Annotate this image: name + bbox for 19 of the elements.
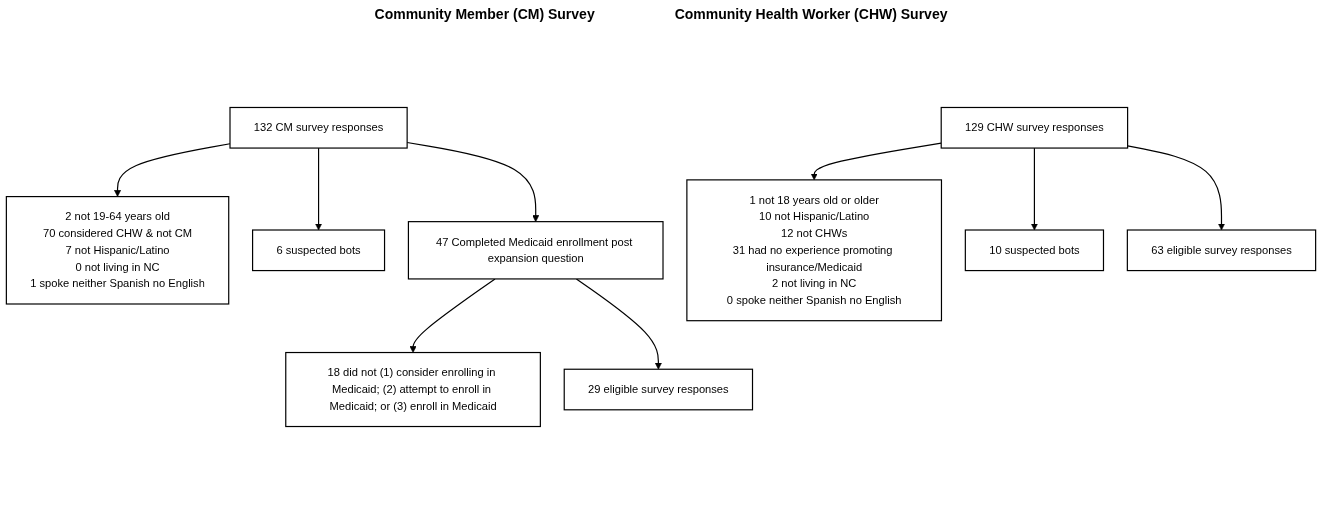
arrow bbox=[114, 143, 231, 197]
column-heading: Community Member (CM) Survey bbox=[374, 6, 595, 22]
node-box: 132 CM survey responses bbox=[229, 106, 408, 149]
node-box: 18 did not (1) consider enrolling in Medicaid; (2) attempt to enroll in Medicaid; or (3) enroll in Medicaid bbox=[285, 351, 541, 428]
arrow bbox=[409, 278, 496, 353]
node-box: 47 Completed Medicaid enrollment post expansion question bbox=[407, 221, 664, 280]
arrow bbox=[810, 142, 942, 181]
arrow bbox=[575, 278, 662, 370]
node-box: 10 suspected bots bbox=[964, 229, 1105, 272]
arrow bbox=[315, 147, 323, 231]
node-box: 129 CHW survey responses bbox=[940, 106, 1129, 149]
arrow bbox=[1030, 147, 1038, 231]
node-box: 2 not 19-64 years old 70 considered CHW & not CM 7 not Hispanic/Latino 0 not living in NC 1 spoke neither Spanish no English bbox=[5, 196, 230, 305]
node-box: 6 suspected bots bbox=[252, 229, 386, 272]
node-box: 29 eligible survey responses bbox=[563, 368, 754, 411]
node-box: 63 eligible survey responses bbox=[1126, 229, 1317, 272]
node-box: 1 not 18 years old or older 10 not Hispanic/Latino 12 not CHWs 31 had no experience promoting insurance/Medicaid 2 not living in NC 0 spoke neither Spanish no English bbox=[686, 179, 943, 322]
column-heading: Community Health Worker (CHW) Survey bbox=[674, 6, 948, 22]
arrow bbox=[1127, 145, 1225, 231]
